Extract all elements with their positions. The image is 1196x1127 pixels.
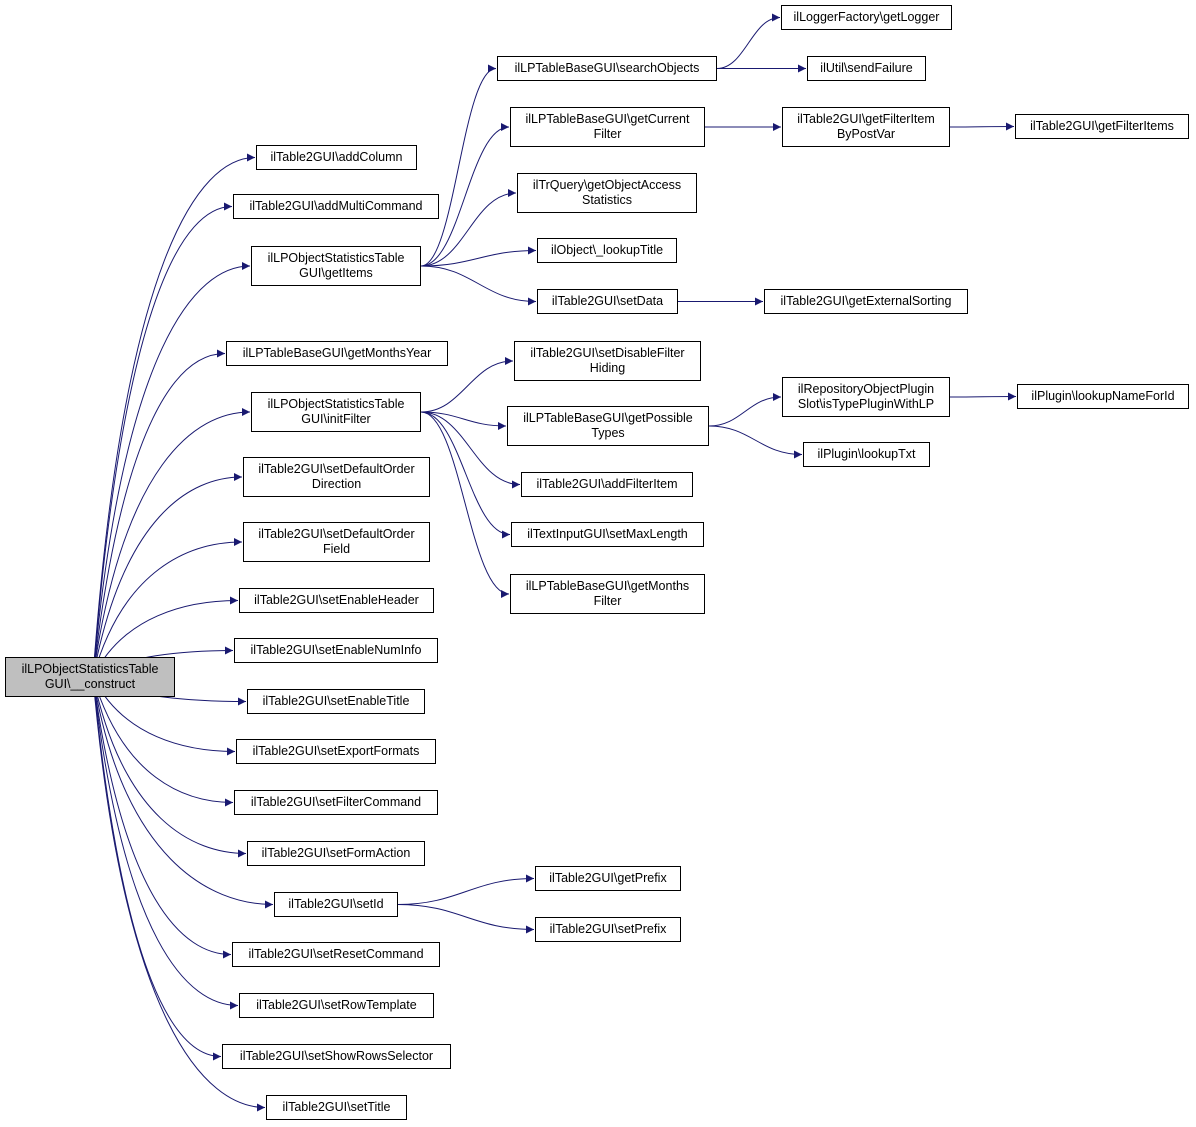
call-edge-getItems-to-setData xyxy=(420,265,537,306)
call-edge-root-to-setDefaultOrderDirection xyxy=(92,473,243,678)
function-node-searchObjects[interactable]: ilLPTableBaseGUI\searchObjects xyxy=(497,56,717,81)
function-node-addFilterItem[interactable]: ilTable2GUI\addFilterItem xyxy=(521,472,693,497)
function-node-setShowRowsSelector[interactable]: ilTable2GUI\setShowRowsSelector xyxy=(222,1044,451,1069)
call-edge-getFilterItemByPostVar-to-getFilterItems xyxy=(949,122,1015,131)
function-node-sendFailure[interactable]: ilUtil\sendFailure xyxy=(807,56,926,81)
call-edge-root-to-setRowTemplate xyxy=(92,676,239,1010)
function-node-setTitle[interactable]: ilTable2GUI\setTitle xyxy=(266,1095,407,1120)
function-node-setRowTemplate[interactable]: ilTable2GUI\setRowTemplate xyxy=(239,993,434,1018)
call-edge-root-to-setResetCommand xyxy=(92,676,232,959)
call-edge-root-to-getItems xyxy=(92,262,251,678)
call-edge-root-to-setShowRowsSelector xyxy=(92,676,222,1061)
call-edge-searchObjects-to-getLogger xyxy=(716,13,781,69)
function-node-setEnableHeader[interactable]: ilTable2GUI\setEnableHeader xyxy=(239,588,434,613)
call-edge-getItems-to-lookupTitle xyxy=(420,246,537,267)
function-node-isTypePluginWithLP[interactable]: ilRepositoryObjectPlugin Slot\isTypePlug… xyxy=(782,377,950,417)
function-node-getFilterItems[interactable]: ilTable2GUI\getFilterItems xyxy=(1015,114,1189,139)
function-node-lookupNameForId[interactable]: ilPlugin\lookupNameForId xyxy=(1017,384,1189,409)
call-edge-root-to-getMonthsYear xyxy=(92,349,226,678)
root-function-node[interactable]: ilLPObjectStatisticsTable GUI\__construc… xyxy=(5,657,175,697)
function-node-addColumn[interactable]: ilTable2GUI\addColumn xyxy=(256,145,417,170)
call-edge-initFilter-to-getMonthsFilter xyxy=(420,411,510,598)
call-edge-getItems-to-searchObjects xyxy=(420,64,497,267)
function-node-setExportFormats[interactable]: ilTable2GUI\setExportFormats xyxy=(236,739,436,764)
function-node-setEnableNumInfo[interactable]: ilTable2GUI\setEnableNumInfo xyxy=(234,638,438,663)
function-node-getPossibleTypes[interactable]: ilLPTableBaseGUI\getPossible Types xyxy=(507,406,709,446)
function-node-setPrefix[interactable]: ilTable2GUI\setPrefix xyxy=(535,917,681,942)
call-edge-root-to-setId xyxy=(92,676,274,909)
function-node-addMultiCommand[interactable]: ilTable2GUI\addMultiCommand xyxy=(233,194,439,219)
call-edge-initFilter-to-addFilterItem xyxy=(420,411,521,489)
call-edge-isTypePluginWithLP-to-lookupNameForId xyxy=(949,392,1017,401)
call-edge-initFilter-to-setDisableFilterHiding xyxy=(420,357,514,413)
function-node-getObjectAccessStatistics[interactable]: ilTrQuery\getObjectAccess Statistics xyxy=(517,173,697,213)
call-edge-root-to-initFilter xyxy=(92,408,251,678)
call-edge-root-to-setDefaultOrderField xyxy=(92,538,243,678)
function-node-getMonthsYear[interactable]: ilLPTableBaseGUI\getMonthsYear xyxy=(226,341,448,366)
function-node-initFilter[interactable]: ilLPObjectStatisticsTable GUI\initFilter xyxy=(251,392,421,432)
call-edge-getPossibleTypes-to-isTypePluginWithLP xyxy=(708,393,782,427)
function-node-getPrefix[interactable]: ilTable2GUI\getPrefix xyxy=(535,866,681,891)
call-edge-initFilter-to-getPossibleTypes xyxy=(420,411,507,430)
call-edge-setId-to-setPrefix xyxy=(397,904,535,934)
function-node-getMonthsFilter[interactable]: ilLPTableBaseGUI\getMonths Filter xyxy=(510,574,705,614)
function-node-setFormAction[interactable]: ilTable2GUI\setFormAction xyxy=(247,841,425,866)
call-edge-root-to-setFormAction xyxy=(92,676,247,858)
call-edge-getPossibleTypes-to-lookupTxt xyxy=(708,425,803,459)
call-edge-getItems-to-getObjectAccessStatistics xyxy=(420,189,517,267)
call-edge-root-to-setTitle xyxy=(92,676,266,1112)
function-node-setMaxLength[interactable]: ilTextInputGUI\setMaxLength xyxy=(511,522,704,547)
function-node-getExternalSorting[interactable]: ilTable2GUI\getExternalSorting xyxy=(764,289,968,314)
function-node-getItems[interactable]: ilLPObjectStatisticsTable GUI\getItems xyxy=(251,246,421,286)
function-node-setFilterCommand[interactable]: ilTable2GUI\setFilterCommand xyxy=(234,790,438,815)
function-node-getCurrentFilter[interactable]: ilLPTableBaseGUI\getCurrent Filter xyxy=(510,107,705,147)
function-node-setResetCommand[interactable]: ilTable2GUI\setResetCommand xyxy=(232,942,440,967)
call-edge-root-to-setFilterCommand xyxy=(92,676,234,807)
function-node-getLogger[interactable]: ilLoggerFactory\getLogger xyxy=(781,5,952,30)
call-edge-root-to-addColumn xyxy=(92,153,256,678)
function-node-setDefaultOrderDirection[interactable]: ilTable2GUI\setDefaultOrder Direction xyxy=(243,457,430,497)
function-node-setEnableTitle[interactable]: ilTable2GUI\setEnableTitle xyxy=(247,689,425,714)
call-edge-initFilter-to-setMaxLength xyxy=(420,411,511,539)
function-node-setData[interactable]: ilTable2GUI\setData xyxy=(537,289,678,314)
call-edge-setId-to-getPrefix xyxy=(397,874,535,905)
function-node-setDefaultOrderField[interactable]: ilTable2GUI\setDefaultOrder Field xyxy=(243,522,430,562)
call-edge-root-to-addMultiCommand xyxy=(92,202,233,678)
function-node-setDisableFilterHiding[interactable]: ilTable2GUI\setDisableFilter Hiding xyxy=(514,341,701,381)
call-edge-getItems-to-getCurrentFilter xyxy=(420,123,510,267)
function-node-getFilterItemByPostVar[interactable]: ilTable2GUI\getFilterItem ByPostVar xyxy=(782,107,950,147)
function-node-lookupTxt[interactable]: ilPlugin\lookupTxt xyxy=(803,442,930,467)
function-node-setId[interactable]: ilTable2GUI\setId xyxy=(274,892,398,917)
function-node-lookupTitle[interactable]: ilObject\_lookupTitle xyxy=(537,238,677,263)
